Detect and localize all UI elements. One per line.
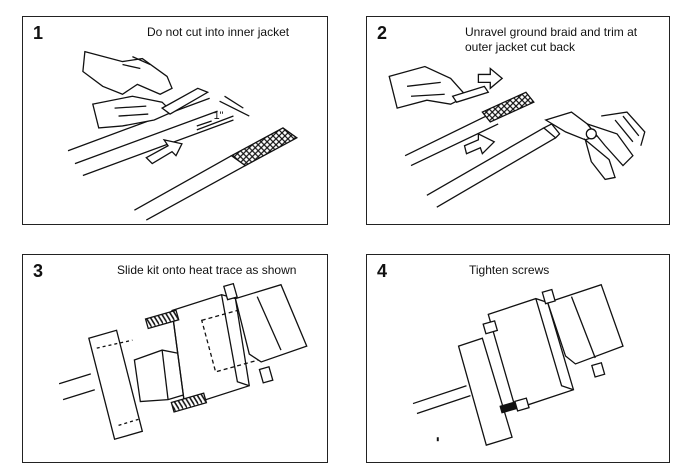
kit-sliding-illustration [23,255,327,462]
step-caption-line1: Unravel ground braid and trim at [465,25,638,39]
rear-housing [235,285,306,362]
dimension-label: 1" [214,110,224,122]
cable-bottom-edge [83,120,234,175]
cable-upper-edge [68,98,210,150]
cutter-handle-lower [585,140,615,180]
hand-upper [83,52,172,95]
hand-lower [93,96,172,128]
step-1-panel: 1 Do not cut into inner jacket 1" [22,16,328,225]
screw-head-lower [259,367,272,383]
step-caption: Slide kit onto heat trace as shown [117,263,297,277]
screw-lower [515,398,529,411]
step-caption: Tighten screws [469,263,550,277]
step-2-panel: 2 Unravel ground braid and trim at outer… [366,16,670,225]
hand-left [389,67,466,109]
screw-head-lower [592,363,605,377]
dimension-line [197,116,234,130]
screw-tightening-illustration [367,255,669,462]
step-number: 4 [377,261,388,281]
cable-lower-edge [75,111,218,163]
washer-flange [89,330,142,439]
step-caption: Do not cut into inner jacket [147,25,290,39]
cable2-upper-edge [134,156,231,210]
rear-housing [548,285,623,364]
screw-lower [171,393,206,412]
screw-head-upper [542,290,555,304]
braid-section [482,92,534,122]
slide-arrow-icon [465,134,495,154]
screw-head-upper [224,284,237,300]
step-number: 2 [377,23,388,43]
cutter-handle-upper [587,124,633,166]
cable2-lower-edge [146,166,245,220]
tool-icon [453,86,489,102]
slide-arrow-icon [146,140,182,164]
braid-trimming-illustration [367,17,669,224]
step-4-panel: 4 Tighten screws [366,254,670,463]
screw-upper [146,310,179,328]
step-3-panel: 3 Slide kit onto heat trace as shown [22,254,328,463]
screw-upper [483,321,497,334]
cutter-pivot [586,129,596,139]
cable-cutting-illustration: 1" [23,17,327,224]
braid-section [231,128,296,166]
tightened-thread [499,401,517,414]
step-number: 1 [33,23,44,43]
knife-icon [162,88,208,114]
step-number: 3 [33,261,44,281]
washer-flange [459,338,512,445]
up-arrow-icon [478,69,502,89]
step-caption-line2: outer jacket cut back [465,40,576,54]
